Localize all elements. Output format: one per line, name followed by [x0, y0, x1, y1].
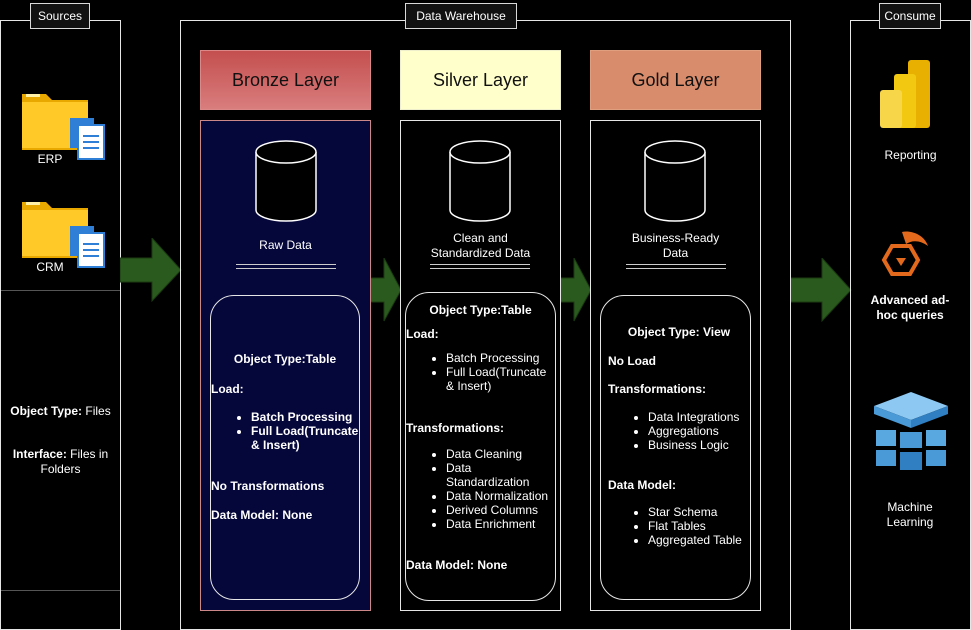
list-item: Flat Tables	[648, 519, 750, 533]
silver-details: Object Type:Table Load: Batch Processing…	[405, 292, 556, 601]
list-item: Data Normalization	[446, 489, 555, 503]
sources-interface: Interface: Files in Folders	[12, 447, 109, 476]
source-label-erp: ERP	[37, 152, 63, 166]
ad-hoc-query-icon	[880, 228, 930, 278]
folder-with-files-icon	[20, 88, 110, 163]
consume-tag: Consume	[879, 3, 941, 29]
source-label-crm: CRM	[36, 260, 64, 274]
power-bi-icon	[878, 58, 934, 130]
list-item: Business Logic	[648, 438, 750, 452]
gold-details: Object Type: View No Load Transformation…	[600, 295, 751, 600]
consume-label-ml: Machine Learning	[886, 500, 934, 529]
silver-layer-header: Silver Layer	[400, 50, 561, 110]
folder-with-files-icon	[20, 196, 110, 271]
list-item: Star Schema	[648, 505, 750, 519]
flow-arrow-bronze-to-silver	[369, 257, 402, 322]
bronze-db-label: Raw Data	[259, 238, 312, 252]
list-item: Data Cleaning	[446, 447, 555, 461]
flow-arrow-sources-to-bronze	[119, 236, 182, 303]
gold-layer-header: Gold Layer	[590, 50, 761, 110]
consume-label-reporting: Reporting	[884, 148, 937, 162]
database-icon	[449, 140, 511, 222]
silver-divider	[430, 264, 530, 269]
database-icon	[644, 140, 706, 222]
list-item: Full Load(Truncate & Insert)	[251, 424, 359, 452]
sources-divider-2	[1, 590, 120, 591]
list-item: Data Integrations	[648, 410, 750, 424]
sources-object-type: Object Type: Files	[10, 404, 111, 418]
flow-arrow-gold-to-consume	[789, 256, 852, 323]
machine-learning-cubes-icon	[872, 390, 950, 474]
list-item: Data Enrichment	[446, 517, 555, 531]
list-item: Derived Columns	[446, 503, 555, 517]
list-item: Data Standardization	[446, 461, 555, 489]
flow-arrow-silver-to-gold	[559, 257, 592, 322]
sources-divider-1	[1, 290, 120, 291]
gold-db-label: Business-Ready Data	[631, 231, 720, 260]
consume-label-ad-hoc: Advanced ad-hoc queries	[870, 293, 950, 322]
list-item: Full Load(Truncate & Insert)	[446, 365, 555, 393]
bronze-divider	[236, 264, 336, 269]
data-warehouse-tag: Data Warehouse	[405, 3, 517, 29]
database-icon	[255, 140, 317, 222]
bronze-layer-header: Bronze Layer	[200, 50, 371, 110]
sources-tag: Sources	[30, 3, 90, 29]
list-item: Aggregated Table	[648, 533, 750, 547]
gold-divider	[626, 264, 726, 269]
list-item: Aggregations	[648, 424, 750, 438]
list-item: Batch Processing	[446, 351, 555, 365]
silver-db-label: Clean and Standardized Data	[430, 231, 531, 260]
bronze-details: Object Type:Table Load: Batch Processing…	[210, 295, 360, 600]
list-item: Batch Processing	[251, 410, 359, 424]
